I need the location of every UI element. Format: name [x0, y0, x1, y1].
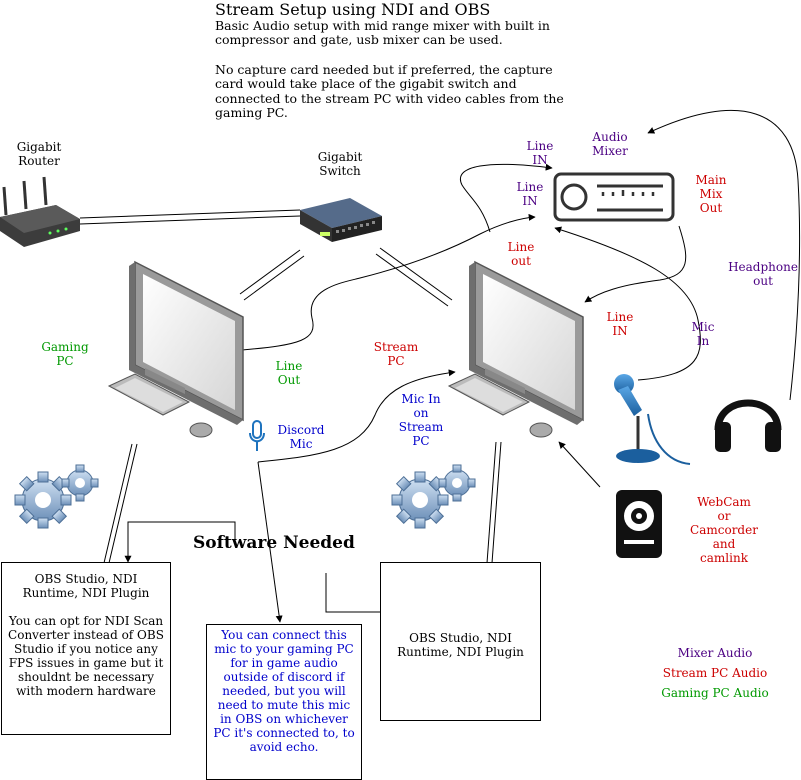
switch-label: Gigabit Switch [317, 150, 363, 178]
arrow-mic-to-mixer [554, 226, 701, 381]
mic-in-stream-pc-label: Mic In on Stream PC [398, 392, 444, 448]
webcam-label: WebCam or Camcorder and camlink [690, 495, 758, 565]
network-cables [79, 209, 502, 564]
switch-icon [300, 198, 382, 242]
mic-in-label: Mic In [691, 320, 715, 348]
stream-pc-label: Stream PC [373, 340, 419, 368]
gaming-software-box: OBS Studio, NDI Runtime, NDI Plugin You … [1, 562, 171, 735]
gaming-software-note: You can opt for NDI Scan Converter inste… [8, 614, 164, 698]
arrow-software-stream [325, 573, 389, 616]
arrow-discord-mic-note [257, 461, 283, 623]
connection-arrows [124, 110, 801, 623]
gaming-pc-computer-icon [107, 260, 244, 438]
headphones-icon [714, 399, 782, 452]
discord-mic-label: Discord Mic [277, 423, 325, 451]
gears-icon-stream [391, 464, 476, 529]
line-in-stream-label: Line IN [606, 310, 634, 338]
router-icon [0, 176, 80, 247]
line-in-mixer-label: Line IN [516, 180, 544, 208]
discord-mic-icon [249, 420, 265, 451]
audio-mixer-label: Audio Mixer [592, 130, 628, 158]
line-out-stream-label: Line out [507, 240, 535, 268]
intro-audio-text: Basic Audio setup with mid range mixer w… [215, 18, 550, 48]
arrow-webcam-to-stream [558, 441, 601, 488]
arrow-line-in-top [459, 163, 553, 233]
audio-mixer-icon [553, 172, 675, 222]
stream-software-list: OBS Studio, NDI Runtime, NDI Plugin [397, 631, 524, 659]
gaming-pc-label: Gaming PC [41, 340, 89, 368]
arrow-software-gaming [124, 521, 236, 563]
software-needed-heading: Software Needed [193, 533, 355, 553]
legend-gaming-pc-audio: Gaming PC Audio [661, 686, 769, 700]
arrow-main-mix-out [584, 225, 687, 303]
legend-mixer-audio: Mixer Audio [677, 646, 753, 660]
gears-icon-gaming [14, 464, 99, 529]
line-in-top-label: Line IN [526, 139, 554, 167]
stream-pc-computer-icon [447, 260, 584, 438]
page-title: Stream Setup using NDI and OBS [215, 0, 491, 19]
arrow-gaming-line-out [241, 213, 536, 351]
main-mix-out-label: Main Mix Out [695, 173, 727, 215]
legend-stream-pc-audio: Stream PC Audio [662, 666, 768, 680]
mic-note-box: You can connect this mic to your gaming … [206, 624, 362, 780]
mic-note-text: You can connect this mic to your gaming … [213, 628, 355, 754]
studio-mic-icon [614, 374, 691, 465]
intro-capture-text: No capture card needed but if preferred,… [215, 62, 564, 121]
webcam-icon [616, 490, 662, 558]
legend: Mixer Audio Stream PC Audio Gaming PC Au… [645, 646, 785, 700]
line-out-gaming-label: Line Out [275, 359, 303, 387]
arrow-headphone-out [647, 110, 801, 401]
gaming-software-list: OBS Studio, NDI Runtime, NDI Plugin [22, 572, 150, 600]
stream-software-box: OBS Studio, NDI Runtime, NDI Plugin [380, 562, 541, 721]
arrow-discord-mic [257, 369, 456, 463]
headphone-out-label: Headphone out [728, 260, 798, 288]
router-label: Gigabit Router [16, 140, 62, 168]
